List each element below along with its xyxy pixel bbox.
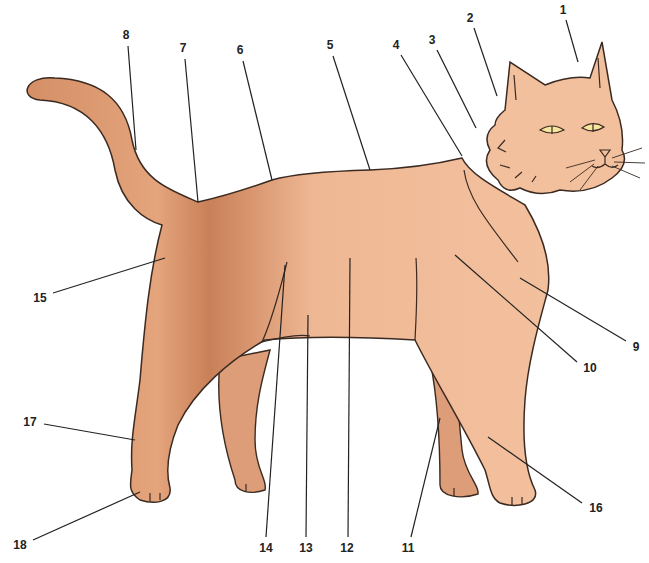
- cat-head: [486, 42, 624, 194]
- nose-mouth: [592, 150, 618, 168]
- callout-number: 18: [12, 538, 27, 552]
- leader-line: [474, 28, 497, 96]
- callout-number: 14: [258, 541, 273, 555]
- cheek-ruff: [498, 140, 536, 182]
- leader-line: [333, 56, 370, 170]
- callout-number: 9: [632, 340, 641, 354]
- callout-number: 12: [339, 541, 354, 555]
- callout-number: 7: [179, 41, 188, 55]
- leader-line: [520, 278, 626, 341]
- leader-line: [306, 315, 308, 537]
- callout-number: 15: [32, 291, 47, 305]
- leader-line: [455, 255, 577, 362]
- leader-line: [411, 418, 440, 537]
- callout-number: 5: [326, 38, 335, 52]
- callout-number: 2: [466, 11, 475, 25]
- callout-number: 17: [22, 415, 37, 429]
- toe-lines: [150, 484, 522, 505]
- callout-number: 13: [298, 541, 313, 555]
- leader-line: [128, 46, 136, 150]
- far-hind-leg: [219, 350, 270, 492]
- belly-line: [262, 335, 310, 342]
- callout-number: 16: [588, 501, 603, 515]
- pupils: [552, 123, 593, 134]
- leader-line: [566, 20, 578, 62]
- cat-body: [27, 78, 549, 506]
- leader-line: [243, 61, 272, 180]
- leader-line: [33, 492, 140, 540]
- callout-number: 4: [392, 38, 401, 52]
- leader-line: [348, 258, 350, 537]
- leader-line: [401, 55, 462, 156]
- fur-lines: [150, 170, 522, 505]
- callout-number: 1: [559, 3, 568, 17]
- callout-number: 10: [582, 361, 597, 375]
- leader-lines: [33, 20, 626, 540]
- leader-line: [488, 437, 582, 503]
- callout-number: 3: [428, 33, 437, 47]
- leader-line: [185, 59, 198, 202]
- leader-line: [44, 424, 135, 440]
- elbow-line: [415, 258, 417, 340]
- leader-line: [53, 258, 165, 293]
- flank-line: [262, 262, 287, 342]
- inner-ear: [514, 58, 600, 100]
- leader-line: [266, 265, 285, 537]
- whiskers: [566, 148, 645, 190]
- callout-number: 6: [236, 43, 245, 57]
- leader-line: [437, 50, 476, 128]
- callout-number: 8: [122, 28, 131, 42]
- face: [498, 58, 645, 190]
- callout-number: 11: [401, 541, 416, 555]
